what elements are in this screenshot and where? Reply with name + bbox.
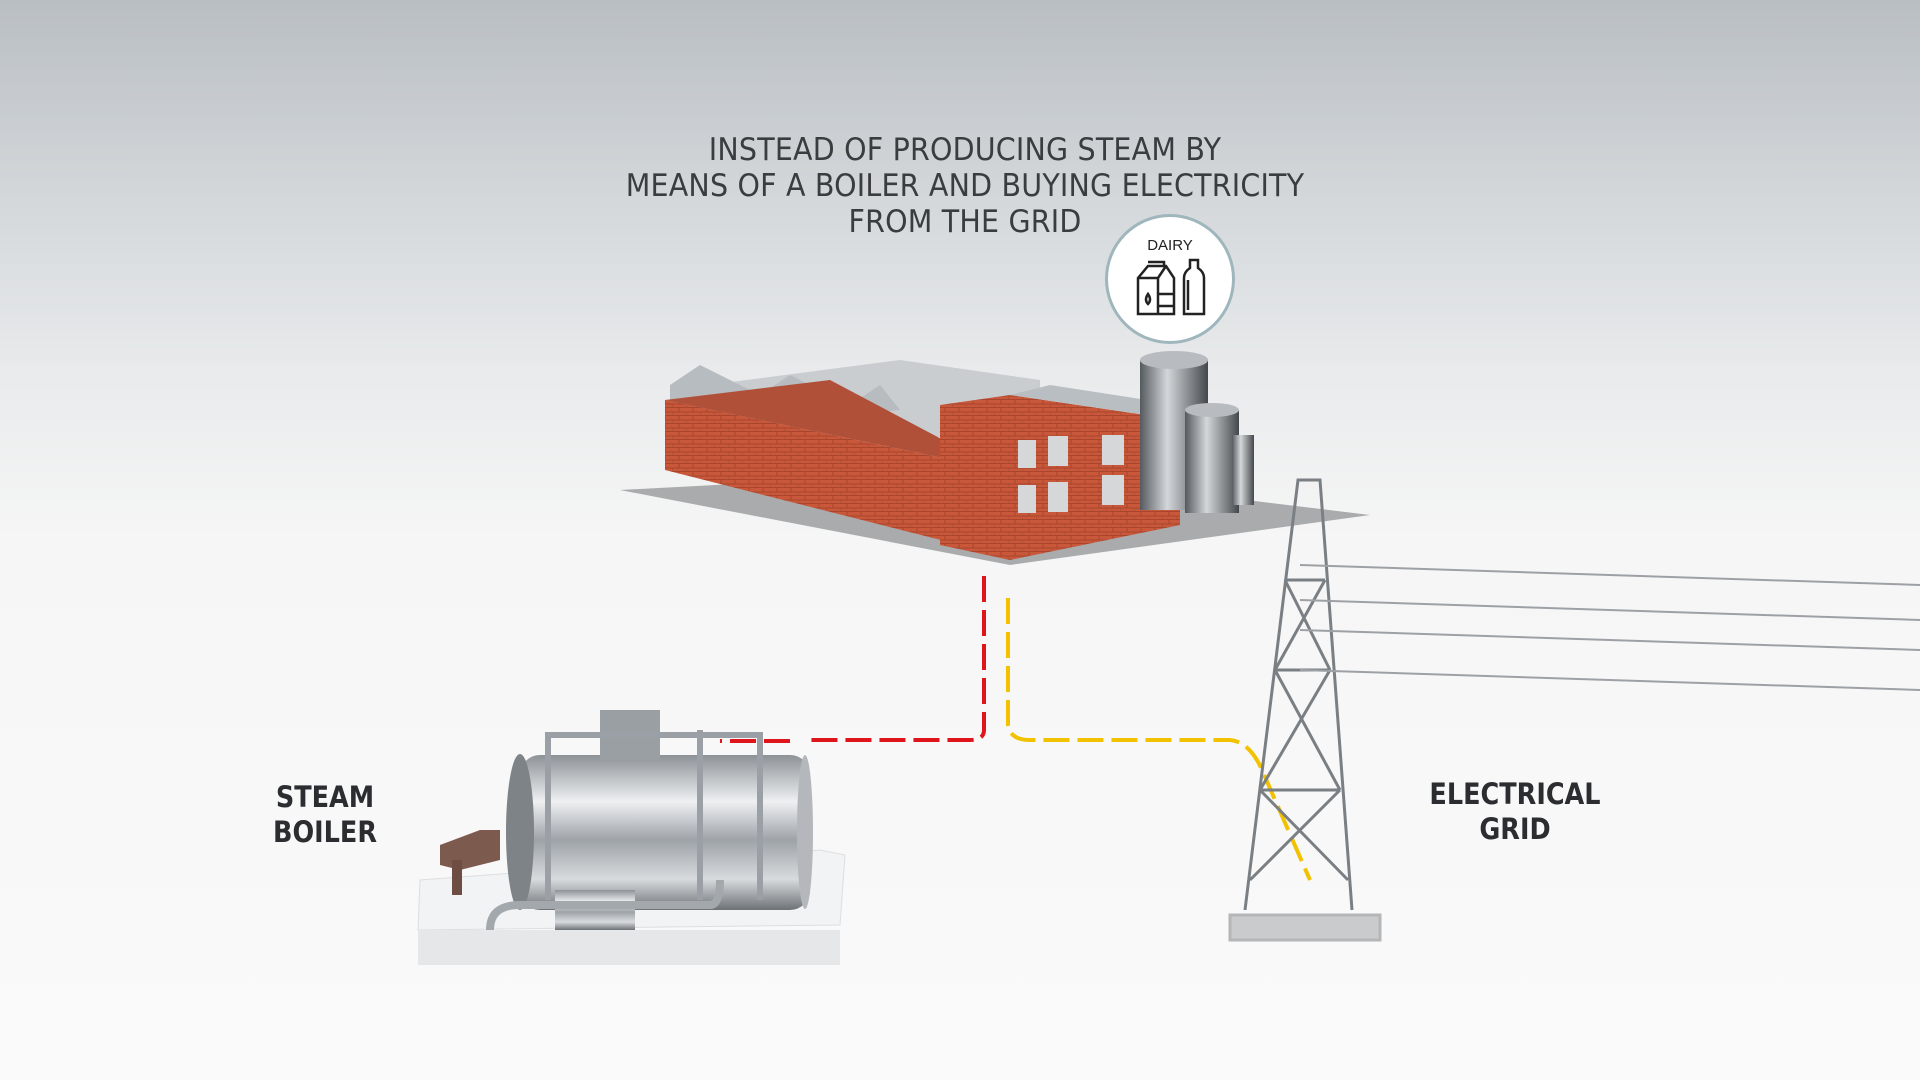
electrical-grid-label-line: ELECTRICAL (1429, 777, 1601, 811)
steam-line (720, 576, 986, 743)
steam-boiler-label-line: BOILER (272, 815, 377, 849)
electricity-line (1006, 598, 1312, 881)
milk-carton-and-bottle-icon (1136, 258, 1206, 316)
headline: INSTEAD OF PRODUCING STEAM BY MEANS OF A… (505, 132, 1425, 240)
headline-line: FROM THE GRID (848, 204, 1082, 240)
electrical-grid-label: ELECTRICAL GRID (1418, 777, 1612, 847)
steam-boiler-label: STEAM BOILER (259, 780, 391, 850)
headline-line: INSTEAD OF PRODUCING STEAM BY (708, 132, 1222, 168)
headline-line: MEANS OF A BOILER AND BUYING ELECTRICITY (625, 168, 1305, 204)
electrical-grid-label-line: GRID (1479, 812, 1551, 846)
steam-boiler-label-line: STEAM (275, 780, 375, 814)
dairy-badge: DAIRY (1105, 214, 1235, 344)
electrical-tower-illustration (1228, 478, 1920, 942)
dairy-label: DAIRY (1147, 237, 1193, 254)
dairy-factory (620, 351, 1370, 565)
steam-boiler-illustration (417, 710, 846, 965)
